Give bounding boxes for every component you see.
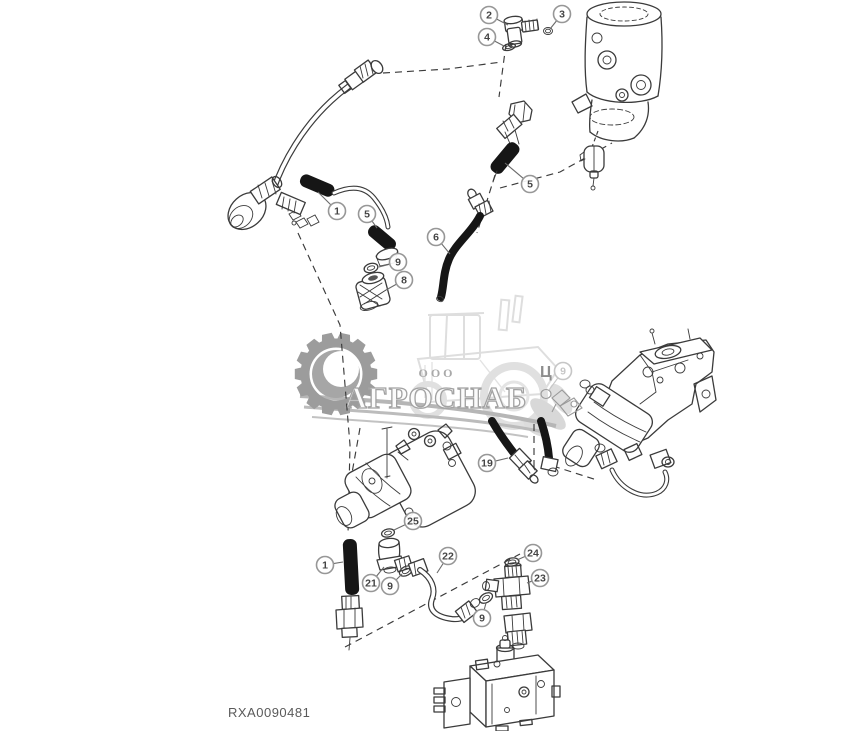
- svg-text:9: 9: [387, 581, 393, 593]
- callout-9[interactable]: 9: [380, 573, 403, 596]
- tube-22: [407, 557, 481, 624]
- mounting-stud: [381, 426, 393, 479]
- svg-text:21: 21: [365, 578, 377, 590]
- svg-text:22: 22: [442, 551, 454, 563]
- svg-text:1: 1: [334, 206, 340, 218]
- svg-text:19: 19: [481, 458, 493, 470]
- svg-text:3: 3: [559, 9, 565, 21]
- callout-4[interactable]: 4: [477, 27, 505, 47]
- washer-4: [502, 42, 516, 52]
- figure-code: RXA0090481: [228, 705, 310, 720]
- callout-2[interactable]: 2: [479, 5, 509, 26]
- adapter-fitting-8: [355, 271, 391, 311]
- port-fitting-faded: [540, 388, 583, 417]
- pump-assembly: [562, 328, 717, 498]
- svg-text:2: 2: [486, 10, 492, 22]
- svg-text:6: 6: [433, 232, 439, 244]
- callout-5[interactable]: 5: [357, 204, 378, 229]
- callout-25[interactable]: 25: [393, 511, 423, 531]
- callout-8[interactable]: 8: [385, 270, 414, 291]
- watermark-stray-glyph: Ц: [540, 364, 552, 381]
- o-ring-25: [380, 528, 396, 538]
- elbow-fitting-2: [502, 15, 553, 52]
- o-ring-9c: [478, 592, 494, 604]
- hose-5-lower-adapter: [355, 225, 399, 311]
- hose-1-upper: [299, 174, 335, 197]
- watermark-gear-logo: [294, 332, 378, 416]
- callout-1[interactable]: 1: [317, 191, 347, 221]
- valve-assembly: [433, 635, 561, 731]
- watermark: ООО АГРОСНАБ Ц: [294, 294, 573, 438]
- watermark-org-form: ООО: [418, 366, 455, 380]
- svg-text:1: 1: [322, 560, 328, 572]
- callout-9[interactable]: 9: [378, 252, 408, 272]
- callout-24[interactable]: 24: [516, 543, 543, 563]
- elbow-21-tube-22: [376, 528, 481, 624]
- svg-text:23: 23: [534, 573, 546, 585]
- svg-text:4: 4: [484, 32, 490, 44]
- gear-pump: [334, 423, 476, 529]
- tee-23-orings: [478, 557, 533, 650]
- callout-5[interactable]: 5: [504, 162, 540, 194]
- svg-text:9: 9: [560, 366, 566, 378]
- watermark-company-name: АГРОСНАБ: [345, 380, 528, 415]
- callout-19[interactable]: 19: [477, 453, 509, 473]
- hose-5-band: [368, 225, 396, 251]
- hose-5-band-upper: [490, 142, 520, 174]
- callout-6[interactable]: 6: [426, 227, 451, 255]
- hose-6: [436, 188, 494, 303]
- hose-5-upper: [490, 100, 533, 183]
- hose-1-lower: [335, 538, 364, 651]
- svg-text:9: 9: [395, 257, 401, 269]
- callout-21[interactable]: 21: [361, 566, 385, 593]
- callout-3[interactable]: 3: [549, 4, 572, 30]
- svg-text:9: 9: [479, 613, 485, 625]
- hose-19-fittings: [488, 417, 559, 484]
- o-ring-3: [543, 27, 553, 35]
- watermark-tractor-sketch: [409, 294, 560, 430]
- callout-9[interactable]: 9: [548, 361, 573, 391]
- callout-9[interactable]: 9: [472, 602, 492, 628]
- watermark-wheat: [299, 383, 573, 438]
- callout-22[interactable]: 22: [436, 546, 458, 574]
- svg-text:8: 8: [401, 275, 407, 287]
- callout-23[interactable]: 23: [526, 568, 550, 588]
- tee-fitting-23: [482, 562, 533, 650]
- pressure-sensor: [579, 145, 605, 191]
- o-ring-9a: [363, 262, 379, 274]
- svg-text:5: 5: [527, 179, 533, 191]
- hose-line-upper: [227, 59, 391, 231]
- steering-motor: [571, 1, 663, 142]
- svg-text:5: 5: [364, 209, 370, 221]
- svg-text:24: 24: [527, 548, 539, 560]
- svg-text:25: 25: [407, 516, 419, 528]
- callout-1[interactable]: 1: [315, 555, 344, 575]
